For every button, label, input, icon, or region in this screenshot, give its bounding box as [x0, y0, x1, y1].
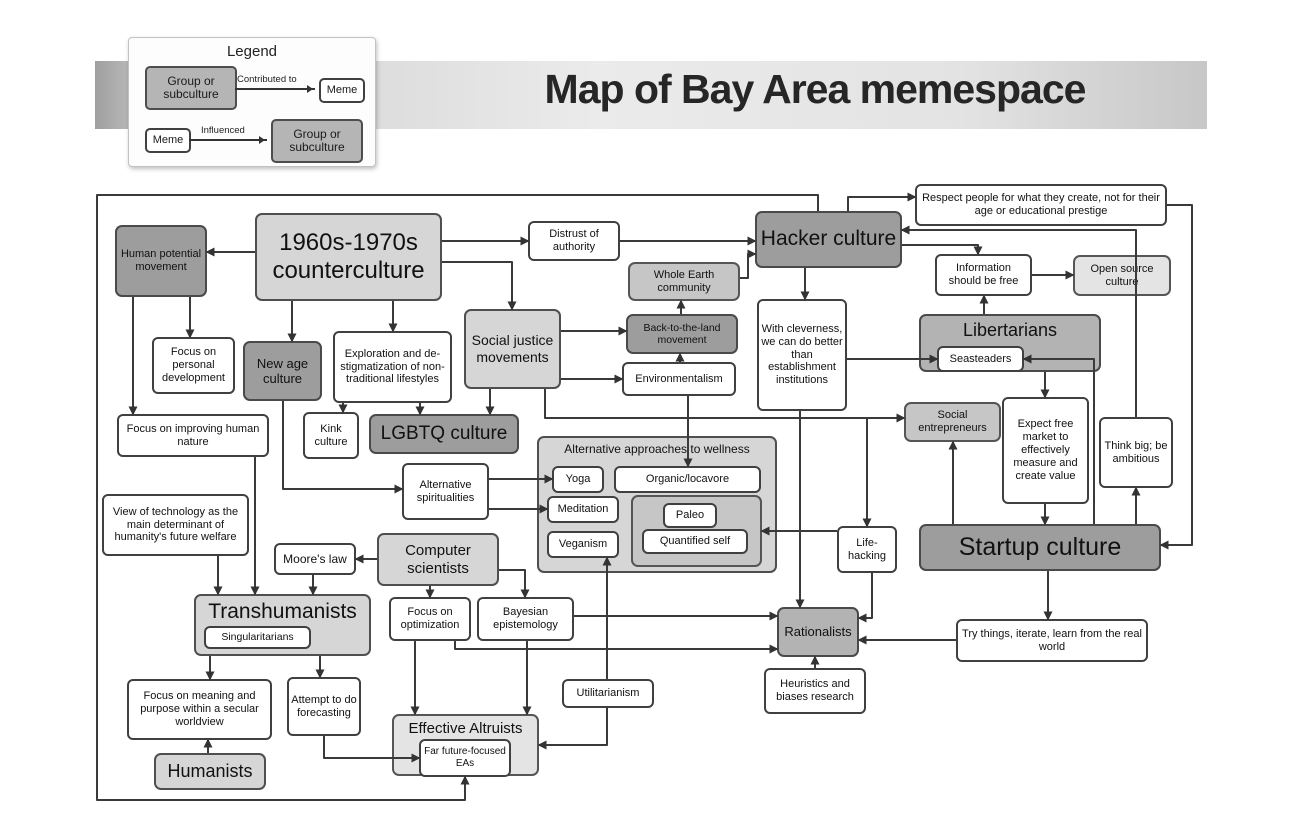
- node-focus-optimization: Focus on optimization: [389, 597, 471, 641]
- node-rationalists: Rationalists: [777, 607, 859, 657]
- legend-meme-box-2: Meme: [145, 128, 191, 153]
- node-counterculture: 1960s-1970s counterculture: [255, 213, 442, 301]
- node-expect-market: Expect free market to effectively measur…: [1002, 397, 1089, 504]
- node-moores-law: Moore's law: [274, 543, 356, 575]
- node-think-big: Think big; be ambitious: [1099, 417, 1173, 488]
- node-view-technology: View of technology as the main determina…: [102, 494, 249, 556]
- legend-title: Legend: [226, 43, 278, 60]
- edge-computer-scientists-to-bayesian: [499, 569, 530, 599]
- node-whole-earth: Whole Earth community: [628, 262, 740, 301]
- node-environmentalism: Environmentalism: [622, 362, 736, 396]
- legend-group-box-2: Group or subculture: [271, 119, 363, 163]
- node-focus-improving: Focus on improving human nature: [117, 414, 269, 457]
- node-organic-locavore: Organic/locavore: [614, 466, 761, 493]
- node-information-free: Information should be free: [935, 254, 1032, 296]
- node-lgbtq-culture: LGBTQ culture: [369, 414, 519, 454]
- legend: Legend Group or subculture Contributed t…: [128, 37, 376, 167]
- legend-meme-box: Meme: [319, 78, 365, 103]
- legend-influenced-label: Influenced: [201, 125, 245, 136]
- node-paleo: Paleo: [663, 503, 717, 528]
- edge-utilitarianism-to-ea: [537, 708, 608, 750]
- node-meditation: Meditation: [547, 496, 619, 523]
- node-focus-personal: Focus on personal development: [152, 337, 235, 394]
- node-distrust-authority: Distrust of authority: [528, 221, 620, 261]
- node-veganism: Veganism: [547, 531, 619, 558]
- node-seasteaders: Seasteaders: [937, 346, 1024, 372]
- edge-focus-optimization-to-rationalists: [454, 641, 779, 654]
- legend-contributed-label: Contributed to: [237, 74, 297, 85]
- node-singularitarians: Singularitarians: [204, 626, 311, 649]
- node-attempt-forecasting: Attempt to do forecasting: [287, 677, 361, 736]
- node-social-entrepreneurs: Social entrepreneurs: [904, 402, 1001, 442]
- edge-whole-earth-to-hacker: [740, 249, 757, 279]
- node-human-potential: Human potential movement: [115, 225, 207, 297]
- node-social-justice: Social justice movements: [464, 309, 561, 389]
- edge-hacker-to-information: [902, 244, 983, 256]
- edge-hacker-to-respect: [847, 192, 917, 211]
- node-alt-spiritualities: Alternative spiritualities: [402, 463, 489, 520]
- edge-life-hacking-to-rationalists: [857, 573, 873, 623]
- node-kink-culture: Kink culture: [303, 412, 359, 459]
- node-with-cleverness: With cleverness, we can do better than e…: [757, 299, 847, 411]
- node-startup-culture: Startup culture: [919, 524, 1161, 571]
- node-exploration: Exploration and de-stigmatization of non…: [333, 331, 452, 403]
- node-try-things: Try things, iterate, learn from the real…: [956, 619, 1148, 662]
- node-yoga: Yoga: [552, 466, 604, 493]
- legend-contributed-arrow: [235, 85, 315, 93]
- node-new-age: New age culture: [243, 341, 322, 401]
- node-humanists: Humanists: [154, 753, 266, 790]
- legend-influenced-arrow: [189, 136, 267, 144]
- node-quantified-self: Quantified self: [642, 529, 748, 554]
- node-hacker-culture: Hacker culture: [755, 211, 902, 268]
- node-life-hacking: Life-hacking: [837, 526, 897, 573]
- node-heuristics: Heuristics and biases research: [764, 668, 866, 714]
- edge-counterculture-to-social-justice: [442, 261, 517, 311]
- node-focus-meaning: Focus on meaning and purpose within a se…: [127, 679, 272, 740]
- node-bayesian: Bayesian epistemology: [477, 597, 574, 641]
- node-back-to-land: Back-to-the-land movement: [626, 314, 738, 354]
- node-utilitarianism: Utilitarianism: [562, 679, 654, 708]
- page-title: Map of Bay Area memespace: [544, 66, 1087, 112]
- node-respect-people: Respect people for what they create, not…: [915, 184, 1167, 226]
- node-far-future-eas: Far future-focused EAs: [419, 739, 511, 777]
- legend-group-box: Group or subculture: [145, 66, 237, 110]
- node-computer-scientists: Computer scientists: [377, 533, 499, 586]
- node-open-source: Open source culture: [1073, 255, 1171, 296]
